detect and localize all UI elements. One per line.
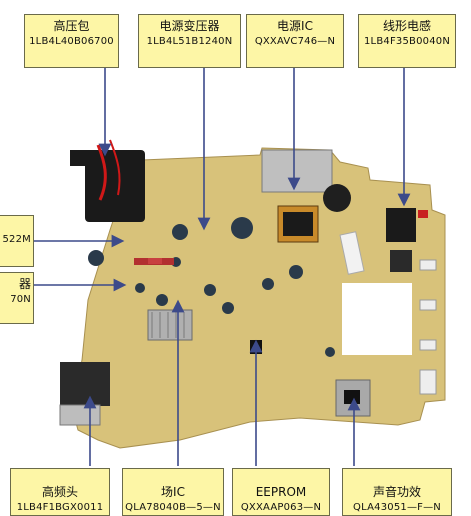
label-field-ic: 场IC QLA78040B—5—N [122,468,224,516]
label-code: 1LB4F1BGX0011 [16,502,104,513]
field-ic-heatsink [147,309,193,341]
label-power-transformer: 电源变压器 1LB4L51B1240N [138,14,241,68]
capacitor [135,283,145,293]
label-name: 声音功效 [372,485,421,499]
label-code: QLA43051—F—N [353,502,441,513]
capacitor [262,278,274,290]
label-tuner: 高频头 1LB4F1BGX0011 [10,468,110,516]
flyback-transformer [70,139,145,222]
capacitor [231,217,253,239]
label-name: EEPROM [255,485,307,499]
capacitor [204,284,216,296]
capacitor [289,265,303,279]
label-code: 1LB4L51B1240N [146,36,233,47]
label-code: QLA78040B—5—N [125,502,221,513]
board-cutout [342,283,412,355]
label-name: 场IC [161,485,185,499]
white-module [339,231,365,275]
label-name: 高压包 [53,19,90,33]
label-code: QXXAAP063—N [240,502,322,513]
capacitor [222,302,234,314]
audio-amp [335,379,371,417]
label-code: QXXAVC746—N [254,36,336,47]
resistor [148,258,162,264]
label-power-ic: 电源IC QXXAVC746—N [246,14,344,68]
capacitor [156,294,168,306]
label-line-inductor: 线形电感 1LB4F35B0040N [358,14,456,68]
label-name: 线形电感 [382,19,431,33]
label-code: 1LB4F35B0040N [363,36,451,47]
capacitor [88,250,104,266]
capacitor [323,184,351,212]
label-name: 电源IC [277,19,313,33]
label-audio-amp: 声音功效 QLA43051—F—N [342,468,452,516]
capacitor [325,347,335,357]
label-left-upper: 522M [0,215,34,267]
line-inductor [386,208,428,272]
label-hv-pack: 高压包 1LB4L40B06700 [24,14,119,68]
pcb-board [71,147,446,449]
right-connectors [419,259,437,395]
label-name: 电源变压器 [159,19,220,33]
label-name: 高频头 [41,485,78,499]
capacitor [172,224,188,240]
label-eeprom: EEPROM QXXAAP063—N [232,468,330,516]
label-left-lower: 器 70N [0,272,34,324]
label-code: 70N [10,294,31,305]
label-name: 器 [18,277,31,291]
label-code: 1LB4L40B06700 [29,36,114,47]
label-code: 522M [2,234,31,245]
